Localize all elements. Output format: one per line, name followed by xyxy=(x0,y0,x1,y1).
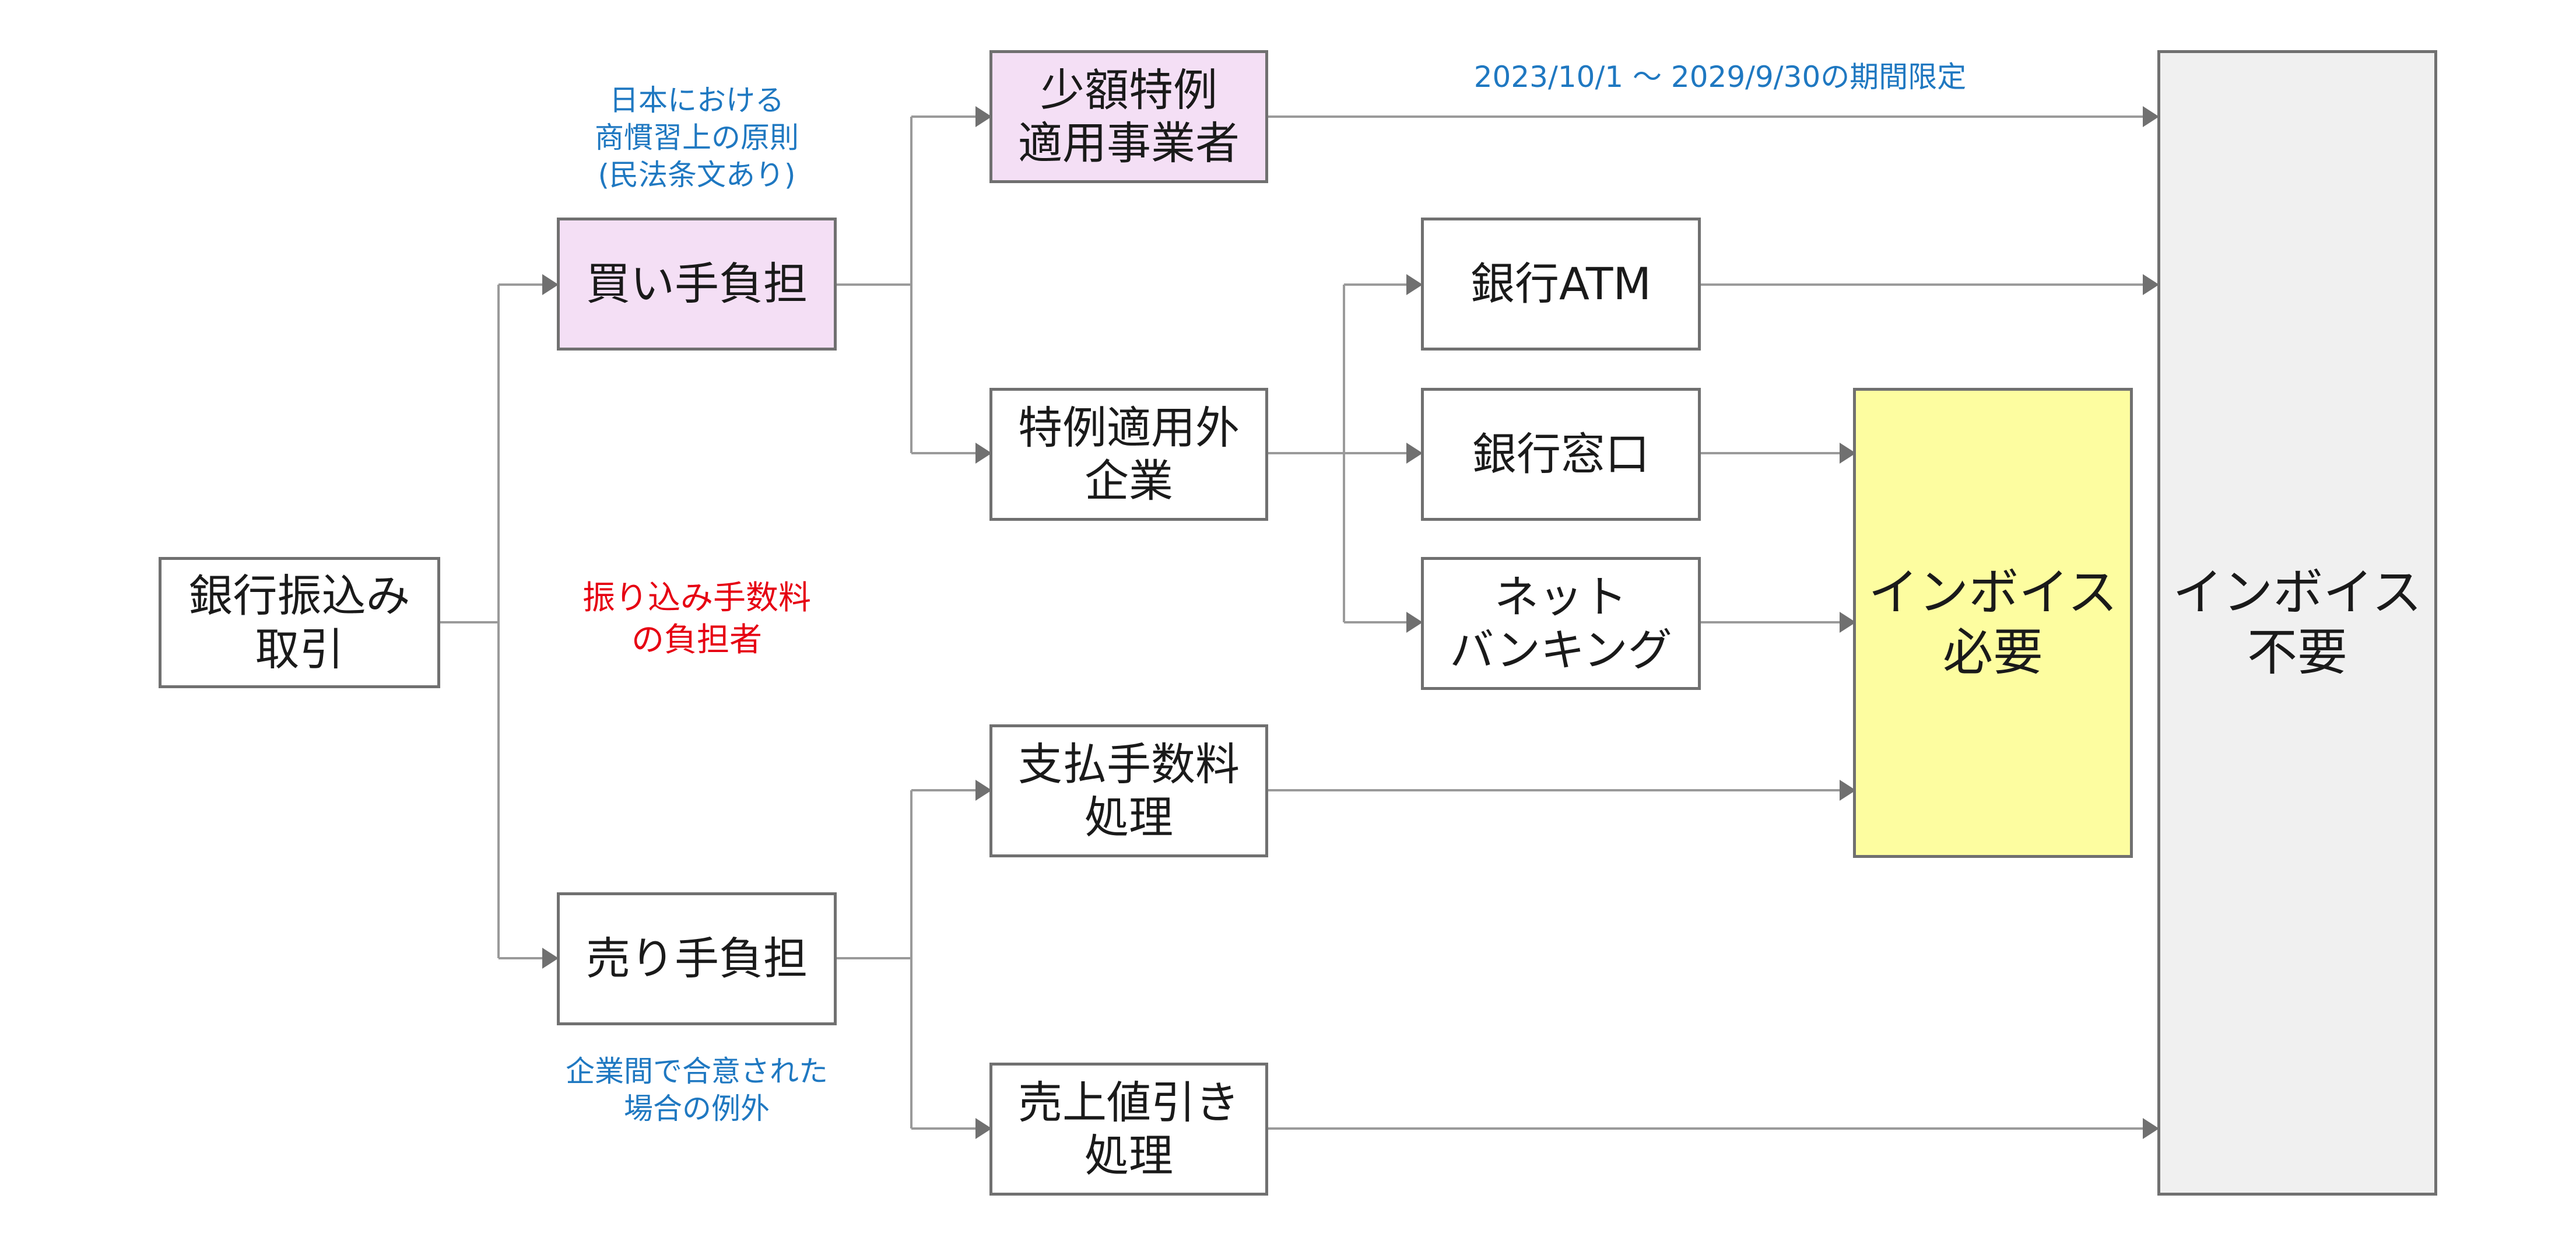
arrowhead xyxy=(1406,612,1423,633)
arrowhead xyxy=(542,948,559,969)
node-bank-atm: 銀行ATM xyxy=(1421,218,1701,351)
arrowhead xyxy=(1840,443,1856,464)
arrowhead xyxy=(1406,274,1423,295)
arrowhead xyxy=(1840,780,1856,801)
node-payment-fee-processing: 支払手数料 処理 xyxy=(989,724,1268,857)
node-invoice-not-required: インボイス 不要 xyxy=(2157,50,2437,1196)
note-fee-payer: 振り込み手数料 の負担者 xyxy=(582,579,811,659)
arrowhead xyxy=(2143,274,2159,295)
arrowhead xyxy=(2143,1118,2159,1139)
arrowhead xyxy=(975,780,992,801)
node-non-exception-company: 特例適用外 企業 xyxy=(989,388,1268,521)
node-sales-discount-processing: 売上値引き 処理 xyxy=(989,1063,1268,1196)
node-seller-burden: 売り手負担 xyxy=(557,892,837,1025)
arrowhead xyxy=(1406,443,1423,464)
arrowhead xyxy=(1840,612,1856,633)
arrowhead xyxy=(975,443,992,464)
node-net-banking: ネット バンキング xyxy=(1421,557,1701,690)
node-bank-counter: 銀行窓口 xyxy=(1421,388,1701,521)
arrowhead xyxy=(975,106,992,127)
note-period-limit: 2023/10/1 〜 2029/9/30の期間限定 xyxy=(1473,60,1967,94)
node-small-amount-exception: 少額特例 適用事業者 xyxy=(989,50,1268,183)
node-invoice-required: インボイス 必要 xyxy=(1853,388,2133,858)
arrowhead xyxy=(542,274,559,295)
arrowhead xyxy=(975,1118,992,1139)
note-buyer-principle: 日本における 商慣習上の原則 (民法条文あり) xyxy=(595,83,799,192)
note-seller-exception: 企業間で合意された 場合の例外 xyxy=(566,1054,828,1126)
node-bank-transfer: 銀行振込み 取引 xyxy=(159,557,440,688)
node-buyer-burden: 買い手負担 xyxy=(557,218,837,351)
arrowhead xyxy=(2143,106,2159,127)
